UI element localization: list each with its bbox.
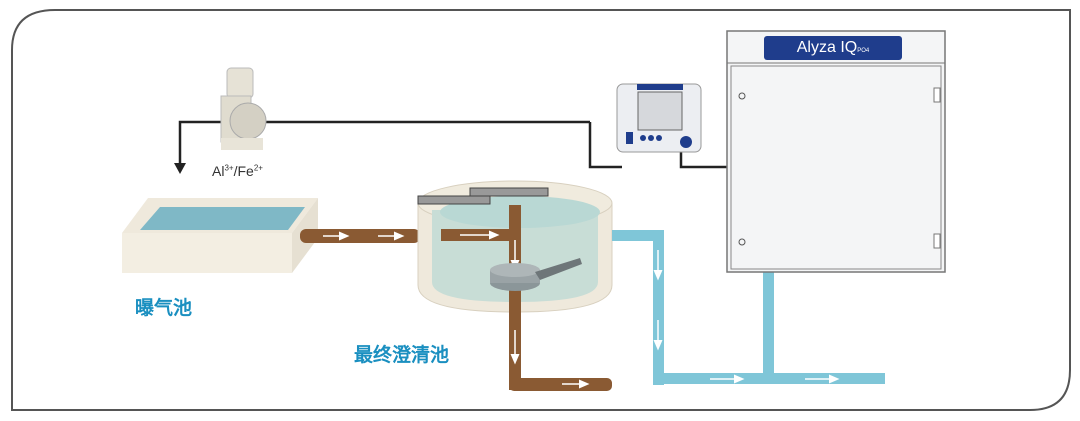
analyzer-cabinet (726, 30, 946, 273)
controller-terminal (616, 83, 702, 153)
dosing-pump (220, 67, 267, 150)
inlet-pipe (300, 229, 420, 243)
sludge-pipe (509, 312, 612, 391)
dosing-arrow-icon (174, 163, 186, 174)
final-clarifier-tank (417, 180, 613, 315)
frame-border (11, 9, 1071, 411)
control-cable (178, 120, 728, 169)
aeration-tank-label: 曝气池 (135, 297, 193, 319)
aeration-tank (122, 198, 318, 273)
sample-pipe (612, 230, 885, 385)
chemical-label: Al3+/Fe2+ (212, 163, 263, 179)
final-clarifier-label: 最终澄清池 (354, 344, 450, 366)
analyzer-brand-label: Alyza IQPO4 (764, 36, 902, 60)
